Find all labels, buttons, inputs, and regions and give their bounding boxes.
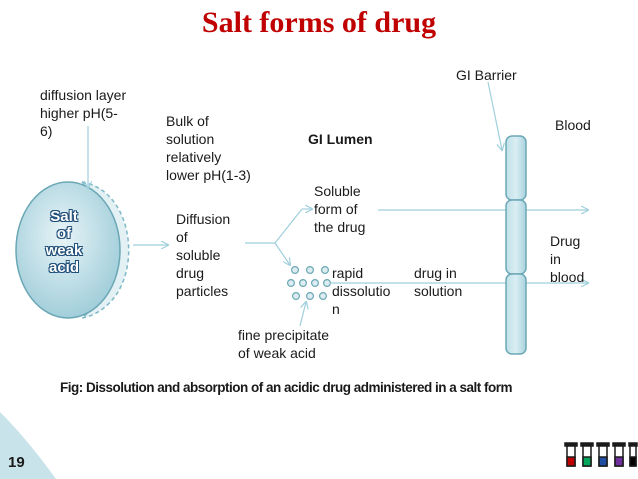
salt-of-weak-acid-label: Salt of weak acid (45, 208, 83, 277)
salt-particle-circle (15, 181, 121, 319)
slide-corner-decoration (0, 412, 56, 479)
drug-in-solution-label: drug in solution (414, 265, 463, 299)
figure-caption: Fig: Dissolution and absorption of an ac… (60, 380, 513, 395)
diffusion-particles-label: Diffusion of soluble drug particles (176, 211, 231, 299)
soluble-form-label: Soluble form of the drug (314, 183, 366, 235)
gi-barrier-label: GI Barrier (456, 67, 517, 83)
gi-lumen-label: GI Lumen (308, 131, 373, 147)
drug-in-blood-label: Drug in blood (550, 233, 585, 285)
diffusion-layer-label: diffusion layer higher pH(5- 6) (40, 87, 127, 139)
rapid-dissolution-label: rapid dissolutio n (332, 265, 391, 317)
precipitate-particles (287, 266, 332, 301)
slide-title: Salt forms of drug (201, 6, 437, 39)
fine-precipitate-label: fine precipitate of weak acid (238, 327, 330, 361)
fine-precipitate-pointer (299, 302, 306, 327)
slide-number: 19 (0, 419, 48, 479)
test-tubes-icon (564, 442, 638, 467)
branch-down-diagonal (274, 242, 290, 265)
gi-barrier-membrane (505, 135, 527, 355)
branch-up-diagonal (274, 208, 303, 244)
bulk-solution-label: Bulk of solution relatively lower pH(1-3… (166, 113, 251, 183)
blood-label: Blood (555, 117, 591, 133)
gi-barrier-pointer (487, 81, 502, 150)
slide-number-text: 19 (8, 454, 25, 471)
